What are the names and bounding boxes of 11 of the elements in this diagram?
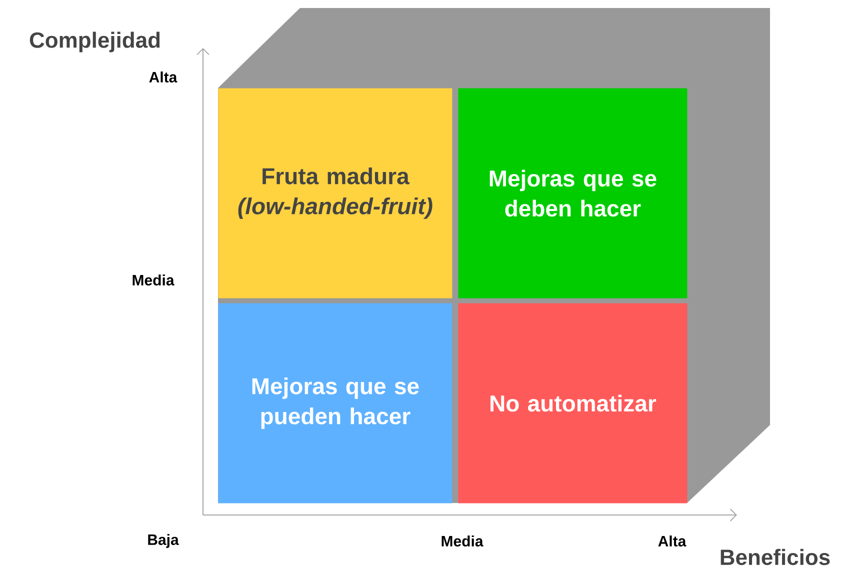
axis-title: Beneficios [720, 548, 830, 566]
quadrant-box: Mejoras que se deben hacer [458, 88, 688, 298]
quadrant-box: Mejoras que se pueden hacer [218, 303, 452, 504]
tick-label: Baja [148, 534, 179, 548]
quadrant-box: No automatizar [458, 303, 688, 504]
axis-title: Complejidad [30, 32, 160, 52]
tick-label: Media [132, 274, 174, 286]
tick-label: Media [442, 536, 484, 546]
quadrant-box: Fruta madura (low-handed-fruit) [218, 88, 452, 298]
tick-label: Alta [149, 72, 178, 82]
tick-label: Alta [658, 536, 686, 546]
